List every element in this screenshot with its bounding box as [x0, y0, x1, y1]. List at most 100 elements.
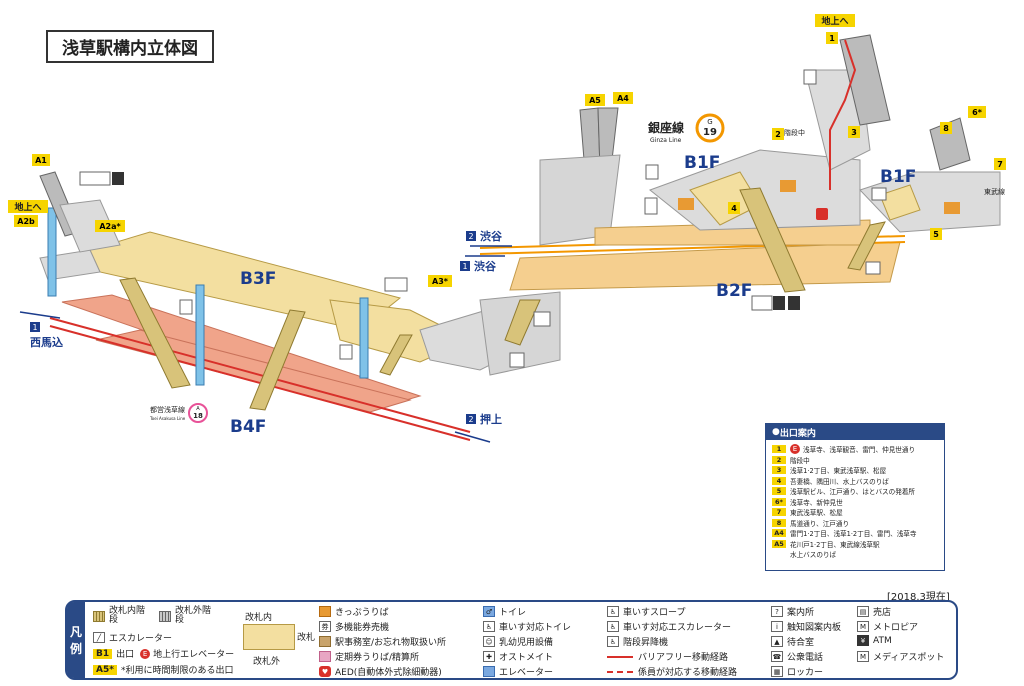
wheelchair-escalator-icon	[865, 261, 881, 275]
exit-guide-number	[772, 550, 786, 558]
floor-label-b2f: B2F	[716, 281, 752, 301]
ostomate-icon	[773, 296, 785, 310]
svg-text:4: 4	[731, 204, 737, 213]
exit-badge-6: 6*	[968, 106, 986, 118]
svg-text:6*: 6*	[972, 108, 983, 117]
stair-lift-icon: ♿	[607, 636, 619, 647]
ginza-line-badge: 銀座線 Ginza Line G 19	[647, 113, 725, 144]
to-ground-left: 地上へ	[8, 200, 48, 213]
wheelchair-escalator-icon: ♿	[607, 621, 619, 632]
info-icon: ●	[772, 427, 780, 437]
asakusa-line-badge: 都営浅草線 Toei Asakusa Line A 18	[149, 403, 208, 423]
legend-gate-inside: 改札内	[245, 613, 273, 623]
svg-text:地上へ: 地上へ	[821, 15, 848, 27]
gate-sample-icon	[243, 624, 295, 650]
exit-badge-sample: B1	[93, 648, 113, 659]
svg-text:1: 1	[32, 323, 37, 332]
ostomate-icon: ✚	[483, 651, 495, 662]
info-icon: ?	[771, 606, 783, 617]
direction-shibuya-upper: 2 渋谷	[466, 229, 512, 247]
exit-guide-number: 4	[772, 476, 786, 485]
floor-label-b3f: B3F	[240, 269, 276, 289]
svg-text:西馬込: 西馬込	[30, 335, 63, 349]
exit-guide-number: 1	[772, 445, 786, 454]
barrier-free-line-icon	[607, 655, 633, 658]
exit-badge-a3: A3*	[428, 275, 452, 287]
exit-guide-number: 3	[772, 466, 786, 475]
exit-guide-destination: 吾妻橋、隅田川、水上バスのりば	[790, 477, 889, 486]
slope-icon: ♿	[607, 606, 619, 617]
direction-shibuya-lower: 1 渋谷	[460, 255, 505, 273]
ginza-line-name: 銀座線	[647, 120, 684, 135]
legend-stairs-inside: 改札内階段	[93, 607, 145, 625]
exit-guide-row: 6*浅草寺、新仲見世	[772, 497, 938, 508]
media-spot-icon: M	[857, 651, 869, 662]
legend-barrier-free: バリアフリー移動経路	[607, 650, 728, 663]
as-of-date: [2018.3現在]	[887, 592, 950, 603]
legend-stair-lift: ♿階段昇降機	[607, 635, 668, 648]
exit-guide-number: 2	[772, 455, 786, 464]
station-office-icon	[319, 636, 331, 647]
svg-text:A2b: A2b	[17, 217, 35, 226]
legend-side-char-1: 凡	[69, 625, 82, 639]
exit-guide-destination: 花川戸1·2丁目、東武線浅草駅	[790, 540, 880, 549]
ginza-line-roman: Ginza Line	[650, 137, 682, 144]
exit-badge-a5: A5	[585, 94, 605, 106]
wheelchair-toilet-icon: ♿	[483, 621, 495, 632]
svg-text:2: 2	[468, 232, 473, 241]
tobu-line-label: 東武線	[984, 187, 1005, 196]
aed-icon: ♥	[319, 666, 331, 677]
exit-badge-2: 2	[772, 128, 784, 140]
locker-icon: ▦	[771, 666, 783, 677]
legend-ticket: きっぷうりば	[319, 605, 389, 618]
svg-text:A2a*: A2a*	[99, 222, 121, 231]
waiting-room-icon: ▲	[771, 636, 783, 647]
ticket-machine-icon	[678, 198, 694, 210]
legend-side-label: 凡 例	[67, 602, 85, 678]
elevator-up-icon: E	[790, 444, 800, 455]
legend-station-office: 駅事務室/お忘れ物取扱い所	[319, 635, 446, 648]
svg-text:2: 2	[468, 415, 473, 424]
legend-escalator: ╱エスカレーター	[93, 631, 172, 644]
toilet-icon	[384, 277, 408, 292]
svg-text:5: 5	[933, 230, 939, 239]
staff-route-line-icon	[607, 670, 633, 673]
exit-guide-destination: 馬道通り、江戸通り	[790, 519, 850, 528]
elevator-up-icon: E	[140, 648, 151, 659]
exit-badge-1: 1	[826, 32, 838, 44]
payphone-icon: ☎	[771, 651, 783, 662]
legend-side-char-2: 例	[69, 642, 82, 656]
stairs-outside-icon	[159, 610, 171, 622]
svg-text:押上: 押上	[480, 412, 502, 426]
stairs-b3f-b4f	[119, 277, 413, 411]
exit-badge-a2a: A2a*	[95, 220, 125, 232]
legend-slope: ♿車いすスロープ	[607, 605, 685, 618]
exit-guide-destination: 浅草寺、浅草観音、雷門、仲見世通り	[803, 446, 916, 455]
asakusa-line-roman: Toei Asakusa Line	[149, 416, 186, 421]
exit-guide-destination: 浅草駅ビル、江戸通り、はとバスの発着所	[790, 488, 916, 497]
legend-toilet: ♂トイレ	[483, 605, 526, 618]
nursing-icon	[112, 172, 124, 185]
exit-guide-destination: 雷門1·2丁目、浅草1·2丁目、雷門、浅草寺	[790, 530, 917, 539]
legend-locker: ▦ロッカー	[771, 665, 823, 678]
stairs-inside-icon	[93, 610, 105, 622]
direction-oshiage: 2 押上	[454, 412, 502, 443]
atm-icon: ¥	[857, 635, 869, 646]
stair-lift-icon	[533, 311, 551, 327]
floor-label-b1f-right: B1F	[880, 167, 916, 187]
exit-badge-a2b: A2b	[14, 215, 38, 227]
shop-icon: ▤	[857, 606, 869, 617]
ginza-line-number: 19	[703, 127, 717, 138]
legend-wheelchair-escalator: ♿車いす対応エスカレーター	[607, 620, 731, 633]
legend-aed: ♥AED(自動体外式除細動器)	[319, 665, 442, 678]
stairs-under-construction-label: 階段中	[784, 128, 805, 137]
